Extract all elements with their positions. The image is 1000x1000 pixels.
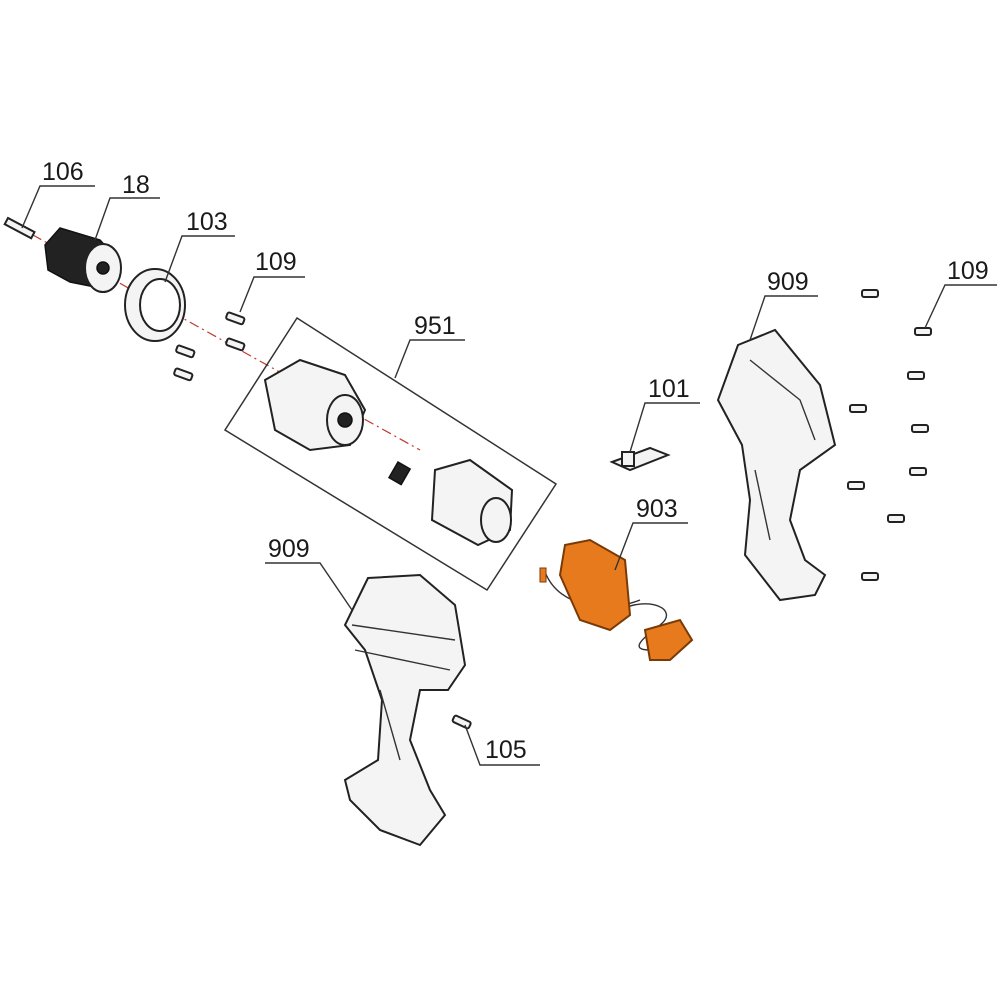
callout-103: 103	[164, 208, 235, 283]
callout-909-right: 909	[749, 268, 818, 341]
callout-109-left: 109	[239, 248, 305, 313]
part-103-clutch-ring	[124, 268, 186, 342]
svg-text:101: 101	[648, 375, 690, 403]
callout-105: 105	[464, 724, 540, 766]
svg-text:18: 18	[122, 171, 150, 199]
part-18-chuck	[44, 227, 122, 293]
svg-text:105: 105	[485, 736, 527, 764]
part-909-housing-left	[343, 573, 467, 847]
part-105-pin	[451, 714, 472, 730]
callout-101: 101	[629, 375, 700, 453]
callout-909-left: 909	[265, 535, 353, 611]
callout-903: 903	[614, 495, 688, 571]
callout-951: 951	[394, 312, 465, 379]
part-109-screws-right	[847, 289, 932, 581]
part-109-screws-left	[173, 311, 246, 382]
callout-106: 106	[21, 158, 95, 229]
svg-text:109: 109	[255, 248, 297, 276]
svg-text:103: 103	[186, 208, 228, 236]
part-909-housing-right	[716, 328, 837, 602]
part-101-slider	[609, 446, 671, 472]
callout-109-right: 109	[924, 257, 997, 329]
svg-text:106: 106	[42, 158, 84, 186]
svg-text:909: 909	[268, 535, 310, 563]
svg-text:903: 903	[636, 495, 678, 523]
svg-text:109: 109	[947, 257, 989, 285]
part-951-assembly	[223, 316, 558, 592]
part-903-switch	[539, 538, 694, 661]
part-106-screw	[3, 216, 36, 240]
svg-text:951: 951	[414, 312, 456, 340]
callout-18: 18	[94, 171, 160, 241]
svg-text:909: 909	[767, 268, 809, 296]
